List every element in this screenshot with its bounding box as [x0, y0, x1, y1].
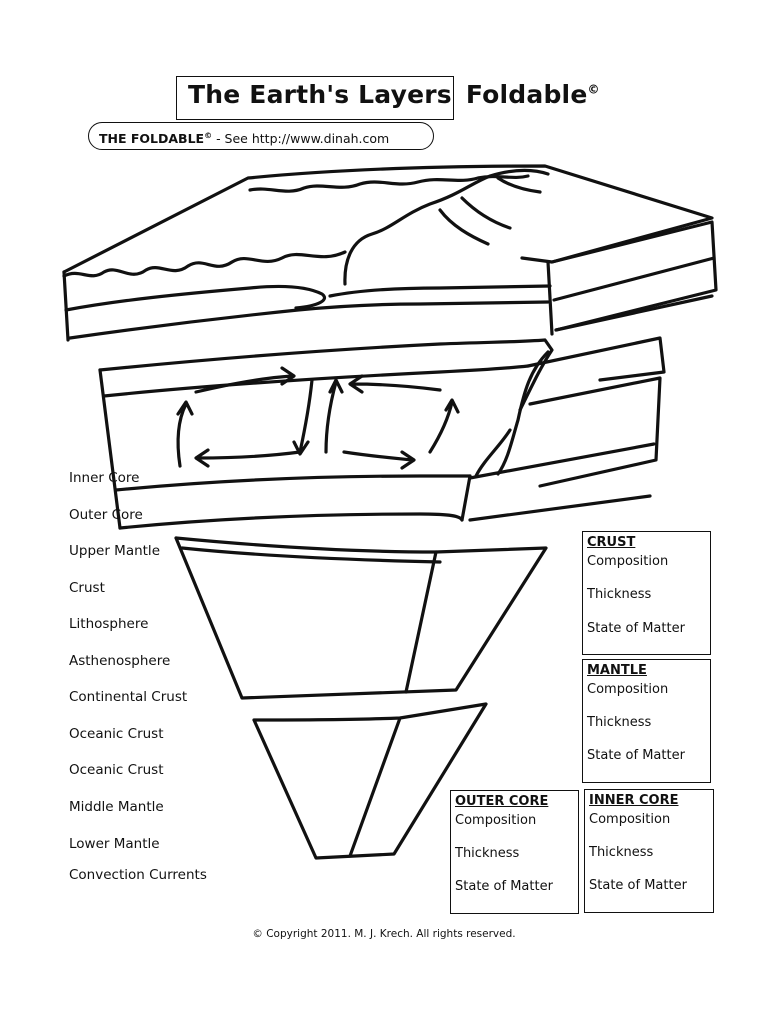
- mantle-composition: Composition: [587, 682, 669, 697]
- outer-core-box: OUTER CORE Composition Thickness State o…: [450, 790, 579, 914]
- mantle-lower-layer: [114, 474, 472, 492]
- inner-core-thickness: Thickness: [589, 845, 654, 860]
- crust-front-right: [546, 260, 554, 336]
- page-title: The Earth's Layers Foldable©: [188, 80, 600, 109]
- mantle-left-edge: [98, 368, 122, 530]
- mantle-side-divider: [474, 350, 550, 478]
- crust-top-wave: [248, 174, 530, 193]
- title-frame: [176, 76, 454, 120]
- crust-thickness: Thickness: [587, 587, 652, 602]
- mantle-state: State of Matter: [587, 748, 685, 763]
- foldable-label: THE FOLDABLE©: [99, 131, 213, 147]
- copyright-footer: © Copyright 2011. M. J. Krech. All right…: [252, 928, 516, 940]
- crust-side-low: [554, 294, 714, 332]
- term-convection-currents: Convection Currents: [69, 867, 207, 883]
- mantle-box: MANTLE Composition Thickness State of Ma…: [582, 659, 711, 783]
- crust-box: CRUST Composition Thickness State of Mat…: [582, 531, 711, 655]
- crust-layer-mid: [328, 284, 552, 298]
- term-upper-mantle: Upper Mantle: [69, 543, 160, 559]
- outer-core-divider: [404, 550, 438, 694]
- inner-core-divider: [348, 716, 402, 858]
- title-main: The Earth's Layers: [188, 80, 452, 109]
- outer-core-heading: OUTER CORE: [455, 794, 549, 809]
- copyright-mark: ©: [587, 82, 600, 97]
- convection-arrow-top-right: [348, 374, 442, 394]
- inner-core-block: [252, 702, 488, 860]
- crust-composition: Composition: [587, 554, 669, 569]
- mountain-ridge: [438, 176, 542, 246]
- inner-core-box: INNER CORE Composition Thickness State o…: [584, 789, 714, 913]
- mantle-heading: MANTLE: [587, 663, 647, 678]
- foldable-reference: THE FOLDABLE© - See http://www.dinah.com: [88, 122, 434, 150]
- outer-core-inner: [180, 546, 442, 564]
- term-crust: Crust: [69, 580, 105, 596]
- mantle-top-layer: [102, 364, 530, 398]
- crust-heading: CRUST: [587, 535, 636, 550]
- mantle-block-outline: [98, 338, 554, 412]
- inner-core-composition: Composition: [589, 812, 671, 827]
- term-lithosphere: Lithosphere: [69, 616, 149, 632]
- inner-core-state: State of Matter: [589, 878, 687, 893]
- inner-core-heading: INNER CORE: [589, 793, 679, 808]
- crust-layer-left-1: [64, 284, 327, 312]
- crust-layer-left-2: [68, 300, 550, 340]
- convection-arrow-center-down: [292, 378, 314, 456]
- crust-side-top: [550, 220, 718, 332]
- outer-core-thickness: Thickness: [455, 846, 520, 861]
- term-middle-mantle: Middle Mantle: [69, 799, 164, 815]
- crust-surface-wave: [62, 250, 347, 278]
- term-continental-crust: Continental Crust: [69, 689, 188, 705]
- mantle-bottom: [118, 512, 464, 530]
- outer-core-block: [174, 536, 548, 700]
- mantle-thickness: Thickness: [587, 715, 652, 730]
- term-inner-core: Inner Core: [69, 470, 140, 486]
- convection-arrow-right: [428, 398, 460, 454]
- term-outer-core: Outer Core: [69, 507, 143, 523]
- convection-arrow-bottom-right: [342, 450, 416, 470]
- foldable-url: - See http://www.dinah.com: [212, 131, 390, 147]
- title-foldable: Foldable: [465, 80, 588, 109]
- crust-side-mid: [552, 256, 716, 302]
- crust-front-left: [62, 270, 70, 342]
- convection-arrow-center-up: [324, 378, 344, 454]
- outer-core-state: State of Matter: [455, 879, 553, 894]
- term-asthenosphere: Asthenosphere: [69, 653, 171, 669]
- crust-block-top: [62, 164, 714, 274]
- crust-state: State of Matter: [587, 621, 685, 636]
- term-oceanic-crust-2: Oceanic Crust: [69, 762, 164, 778]
- term-lower-mantle: Lower Mantle: [69, 836, 160, 852]
- outer-core-composition: Composition: [455, 813, 537, 828]
- term-oceanic-crust: Oceanic Crust: [69, 726, 164, 742]
- convection-arrow-left: [176, 400, 194, 468]
- convection-arrow-bottom-left: [194, 448, 302, 468]
- mantle-side: [460, 336, 666, 522]
- mountain: [343, 168, 550, 286]
- convection-arrow-top-left: [194, 366, 296, 394]
